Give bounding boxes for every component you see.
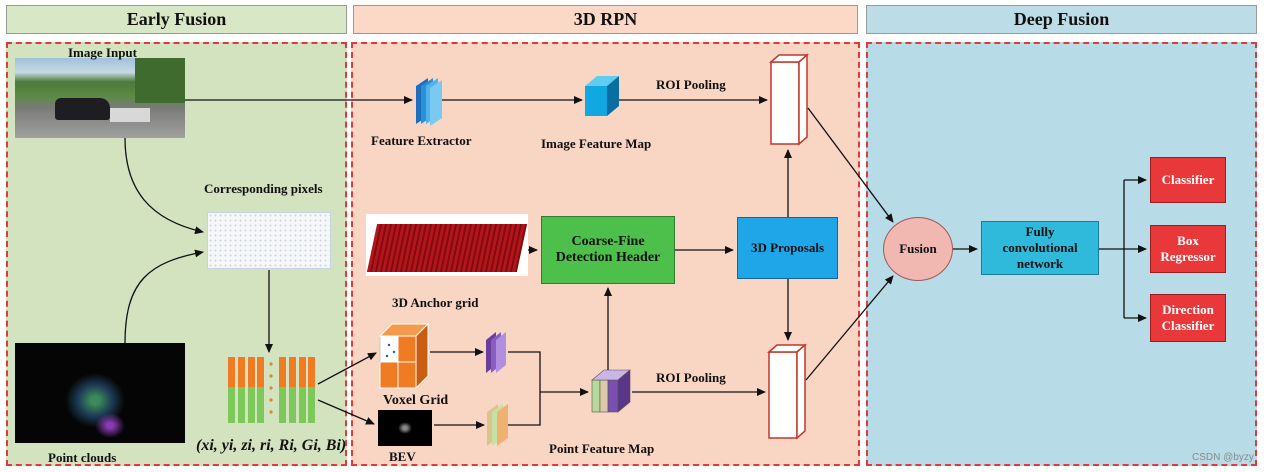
label-roi-pooling-bottom: ROI Pooling (656, 370, 726, 385)
label-voxel-grid: Voxel Grid (383, 393, 449, 408)
label-corresponding-pixels: Corresponding pixels (204, 181, 323, 196)
image-feature-map-icon (585, 76, 619, 116)
direction-classifier-box: Direction Classifier (1150, 294, 1226, 342)
roi-pooled-vector-top (769, 53, 809, 146)
corresponding-pixels-image (207, 212, 331, 269)
label-point-feature-map: Point Feature Map (549, 441, 655, 456)
fusion-node: Fusion (883, 217, 953, 281)
connectors (124, 96, 1147, 429)
watermark: CSDN @byzy (1192, 452, 1254, 463)
label-anchor-grid: 3D Anchor grid (392, 295, 479, 310)
anchor-grid-image (366, 214, 528, 276)
label-image-feature-map: Image Feature Map (541, 136, 652, 151)
label-bev: BEV (389, 449, 416, 464)
detection-header-box: Coarse-Fine Detection Header (541, 216, 675, 284)
box-regressor-box: Box Regressor (1150, 225, 1226, 273)
classifier-box: Classifier (1150, 157, 1226, 203)
bev-feature-icon (487, 404, 508, 446)
roi-pooled-vector-bottom (767, 343, 807, 440)
header-early-fusion: Early Fusion (6, 5, 347, 34)
point-feature-map-icon (591, 369, 631, 413)
point-tuple-bars (228, 357, 315, 423)
label-point-tuple: (xi, yi, zi, ri, Ri, Gi, Bi) (196, 437, 347, 454)
label-roi-pooling-top: ROI Pooling (656, 77, 726, 92)
label-feature-extractor: Feature Extractor (371, 133, 472, 148)
header-deep-fusion: Deep Fusion (866, 5, 1257, 34)
point-cloud-image (15, 343, 185, 443)
label-image-input: Image Input (68, 45, 137, 60)
bev-image (378, 410, 432, 446)
proposals-box: 3D Proposals (737, 217, 838, 279)
street-image (15, 58, 185, 138)
fcn-box: Fully convolutional network (981, 221, 1099, 275)
voxel-feature-icon (486, 332, 506, 373)
feature-extractor-icon (416, 78, 442, 126)
label-point-clouds: Point clouds (48, 450, 117, 465)
voxel-grid-icon (378, 322, 430, 390)
header-3d-rpn: 3D RPN (353, 5, 858, 34)
